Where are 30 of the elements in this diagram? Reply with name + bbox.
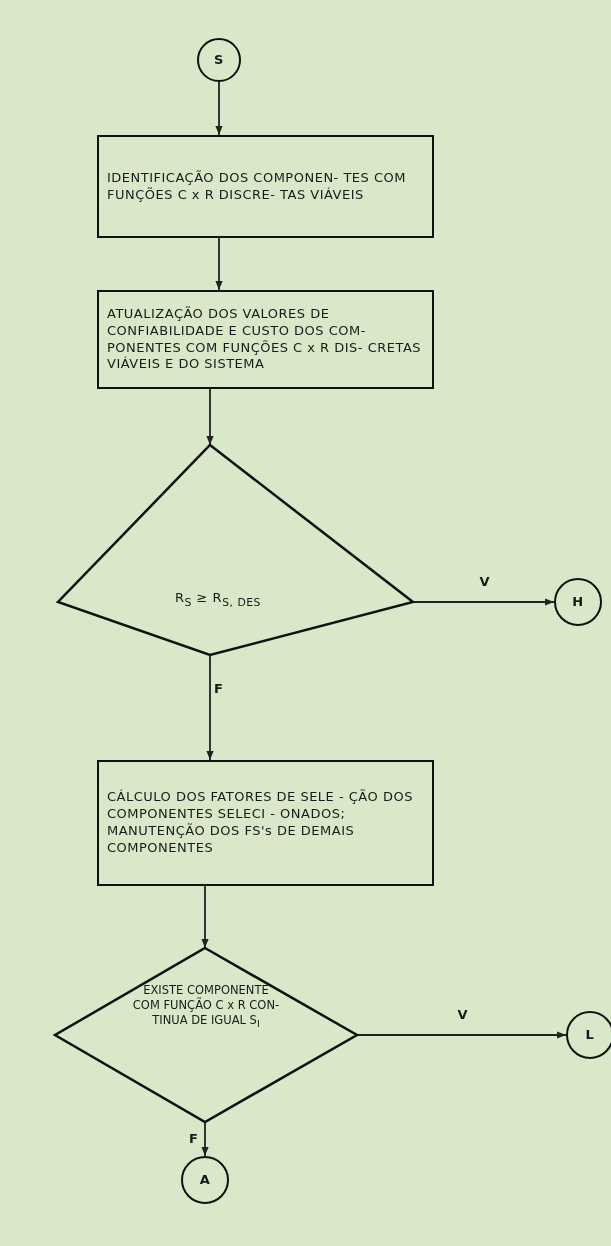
process-box [97, 760, 434, 886]
connector-circle [197, 38, 241, 82]
connector-circle [554, 578, 602, 626]
node-text: ATUALIZAÇÃO DOS VALORES DE CONFIABILIDADE E CUSTO DOS COM- PONENTES COM FUNÇÕES C x R DIS- CRETAS VIÁVEIS E DO SISTEMA [107, 305, 423, 374]
arrow [356, 1031, 567, 1039]
arrow [215, 237, 223, 291]
arrow [215, 81, 223, 136]
edge-label: F [187, 1131, 200, 1146]
process-box [97, 290, 434, 389]
decision-diamond [58, 445, 413, 655]
arrow [206, 388, 214, 446]
connector-letter: L [585, 1026, 595, 1044]
arrow [206, 654, 214, 761]
arrow [201, 885, 209, 949]
node-text: EXISTE COMPONENTE COM FUNÇÃO C x R CON- TINUA DE IGUAL S$_{I}$ [131, 983, 281, 1031]
edge-label: V [477, 574, 492, 589]
edge-label: F [212, 681, 225, 696]
node-text: CÁLCULO DOS FATORES DE SELE - ÇÃO DOS COMPONENTES SELECI - ONADOS; MANUTENÇÃO DOS FS's DE DEMAIS COMPONENTES [107, 789, 414, 857]
arrow [412, 598, 555, 606]
connector-letter: A [199, 1171, 211, 1189]
arrow [201, 1121, 209, 1157]
edge-label: V [455, 1007, 470, 1022]
node-text: IDENTIFICAÇÃO DOS COMPONEN- TES COM FUNÇÕES C x R DISCRE- TAS VIÁVEIS [107, 169, 407, 204]
node-text: R$_{S}$ ≥ R$_{S, DES}$ [174, 590, 262, 610]
process-box [97, 135, 434, 238]
decision-diamond [55, 948, 357, 1122]
connector-circle [181, 1156, 229, 1204]
connector-circle [566, 1011, 611, 1059]
connector-letter: H [572, 593, 584, 611]
connector-letter: S [214, 51, 224, 69]
